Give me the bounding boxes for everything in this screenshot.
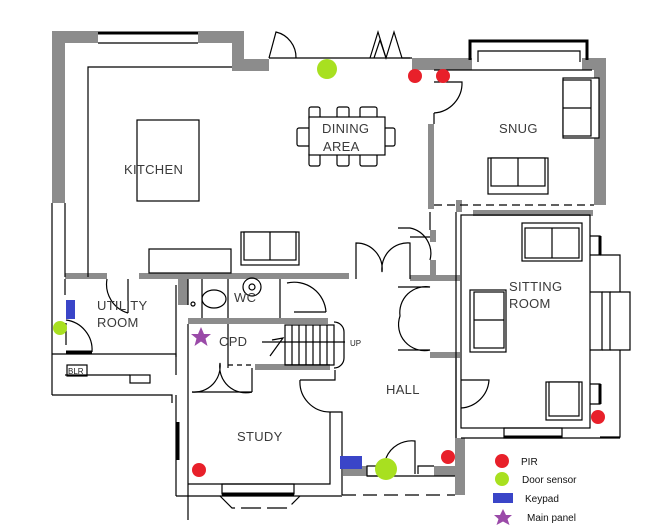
main-panel-legend-icon [494, 509, 512, 525]
label-sitting-line2: ROOM [509, 296, 551, 311]
pir-icon [192, 463, 206, 477]
pir-icon [408, 69, 422, 83]
furniture [240, 77, 600, 421]
label-snug: SNUG [499, 121, 538, 136]
pir-icon [591, 410, 605, 424]
devices [53, 59, 605, 480]
pir-icon [436, 69, 450, 83]
legend: PIR Door sensor Keypad Main panel [493, 454, 577, 525]
label-wc: WC [234, 290, 256, 305]
pir-icon [441, 450, 455, 464]
door-sensor-icon [375, 458, 397, 480]
legend-door-sensor-label: Door sensor [522, 475, 577, 486]
label-hall: HALL [386, 382, 420, 397]
label-boiler: BLR [68, 367, 84, 376]
walls [52, 31, 606, 495]
legend-pir-label: PIR [521, 457, 538, 468]
room-labels: KITCHEN DINING AREA SNUG SITTING ROOM UT… [68, 121, 562, 444]
keypad-icon [340, 456, 362, 469]
keypad-legend-icon [493, 493, 513, 503]
label-stairs-up: UP [350, 339, 361, 348]
keypad-icon [66, 300, 75, 319]
legend-main-panel-label: Main panel [527, 513, 576, 524]
stairs [262, 321, 345, 369]
pir-legend-icon [495, 454, 509, 468]
legend-keypad-label: Keypad [525, 494, 559, 505]
label-kitchen: KITCHEN [124, 162, 183, 177]
label-utility-line2: ROOM [97, 315, 139, 330]
outline-lines [51, 29, 631, 520]
main-panel-icon [191, 327, 211, 346]
label-utility-line1: UTILITY [97, 298, 148, 313]
door-sensor-icon [317, 59, 337, 79]
door-sensor-legend-icon [495, 472, 509, 486]
door-sensor-icon [53, 321, 67, 335]
label-dining-line1: DINING [322, 121, 369, 136]
label-cpd: CPD [219, 334, 247, 349]
label-study: STUDY [237, 429, 283, 444]
label-sitting-line1: SITTING [509, 279, 562, 294]
label-dining-line2: AREA [323, 139, 360, 154]
